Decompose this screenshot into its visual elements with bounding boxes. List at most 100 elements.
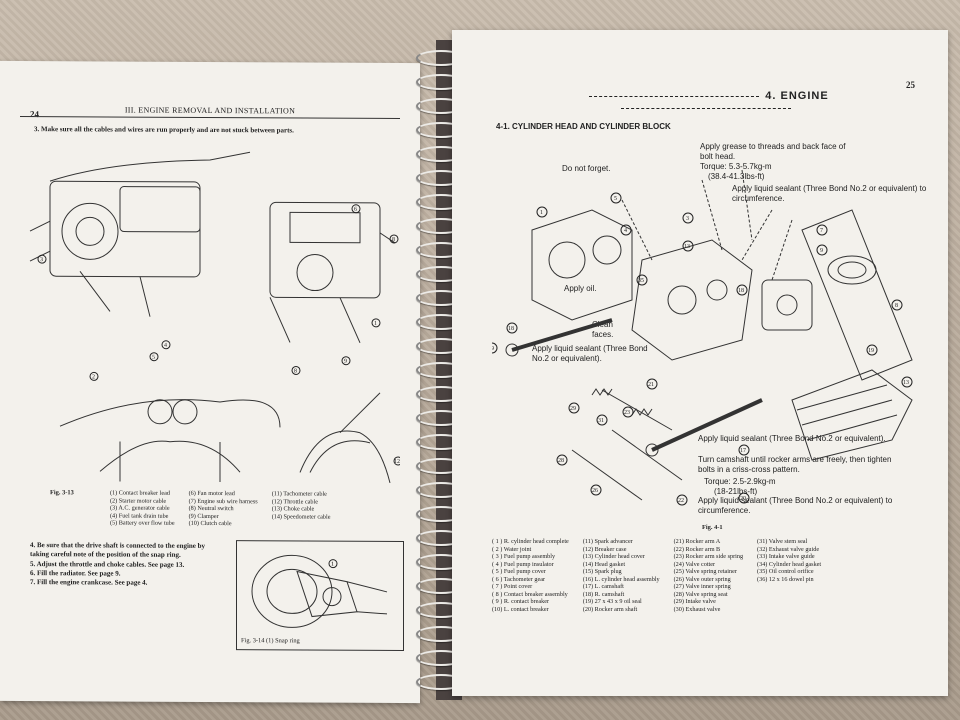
legend-item: (23) Rocker arm side spring bbox=[673, 553, 744, 560]
svg-text:5: 5 bbox=[614, 196, 617, 202]
legend-item bbox=[757, 591, 821, 599]
fig-3-14-frame: 1 Fig. 3-14 (1) Snap ring bbox=[236, 540, 404, 652]
legend-item: (32) Exhaust valve guide bbox=[757, 545, 820, 553]
legend-item bbox=[757, 583, 821, 591]
fig-3-14-caption: Fig. 3-14 (1) Snap ring bbox=[241, 637, 300, 645]
legend-item: (5) Battery over flow tube bbox=[110, 519, 175, 527]
svg-text:1: 1 bbox=[540, 210, 543, 216]
legend-item: (10) L. contact breaker bbox=[492, 605, 549, 613]
annotation-sealant-no2: Apply liquid sealant (Three Bond No.2 or… bbox=[532, 344, 648, 363]
legend-item: ( 7 ) Point cover bbox=[492, 583, 533, 590]
svg-text:17: 17 bbox=[740, 448, 746, 454]
legend-item: (35) Oil control orifice bbox=[757, 568, 814, 575]
section-title: 4-1. CYLINDER HEAD AND CYLINDER BLOCK bbox=[496, 122, 671, 131]
svg-text:19: 19 bbox=[492, 346, 494, 352]
svg-text:28: 28 bbox=[558, 458, 564, 464]
chapter-title: 4. ENGINE bbox=[496, 90, 916, 114]
svg-text:35: 35 bbox=[638, 278, 644, 284]
legend-item: (31) Valve stem seal bbox=[757, 538, 808, 545]
svg-text:3: 3 bbox=[40, 257, 43, 263]
svg-text:6: 6 bbox=[354, 207, 357, 213]
legend-item: ( 3 ) Fuel pump assembly bbox=[492, 553, 556, 560]
legend-item: (10) Clutch cable bbox=[188, 519, 232, 528]
svg-text:18: 18 bbox=[508, 326, 514, 332]
svg-text:26: 26 bbox=[592, 488, 598, 494]
svg-text:19: 19 bbox=[868, 348, 874, 354]
legend-item: ( 2 ) Water joint bbox=[492, 545, 532, 553]
legend-item: (26) Valve outer spring bbox=[673, 575, 731, 583]
svg-text:21: 21 bbox=[648, 382, 654, 388]
legend-item: ( 5 ) Fuel pump cover bbox=[492, 568, 546, 575]
svg-text:8: 8 bbox=[392, 237, 395, 243]
legend-item: (20) Rocker arm shaft bbox=[582, 605, 638, 613]
legend-item: (36) 12 x 16 dowel pin bbox=[757, 575, 814, 583]
svg-text:4: 4 bbox=[164, 343, 167, 349]
svg-text:9: 9 bbox=[820, 248, 823, 254]
legend-item: (28) Valve spring seat bbox=[673, 590, 728, 598]
legend-item: (12) Breaker case bbox=[582, 545, 627, 553]
exploded-engine-diagram: 1 5 4 3 13 35 18 7 9 8 19 13 18 19 29 31… bbox=[492, 169, 913, 506]
svg-text:13: 13 bbox=[684, 244, 690, 250]
legend-item: (33) Intake valve guide bbox=[757, 553, 815, 560]
legend-item: (29) Intake valve bbox=[673, 598, 716, 605]
svg-text:5: 5 bbox=[152, 355, 155, 361]
step-7-text: 7. Fill the engine crankcase. See page 4… bbox=[30, 578, 148, 587]
left-page: 24 III. ENGINE REMOVAL AND INSTALLATION … bbox=[0, 60, 420, 704]
svg-text:7: 7 bbox=[820, 228, 823, 234]
svg-text:12: 12 bbox=[394, 459, 400, 465]
title-rule-right bbox=[621, 107, 791, 109]
svg-text:13: 13 bbox=[903, 380, 909, 386]
annotation-torque-2: Torque: 2.5-2.9kg-m bbox=[704, 477, 776, 486]
annotation-torque-1: Torque: 5.3-5.7kg-m bbox=[700, 162, 772, 171]
annotation-torque-2b: (18-21lbs-ft) bbox=[714, 487, 758, 496]
annotation-grease: Apply grease to threads and back face of… bbox=[700, 142, 846, 161]
svg-text:3: 3 bbox=[686, 216, 689, 222]
legend-item: (25) Valve spring retainer bbox=[673, 568, 737, 575]
svg-text:1: 1 bbox=[374, 321, 377, 327]
legend-item: (21) Rocker arm A bbox=[673, 538, 721, 545]
legend-item: (17) L. camshaft bbox=[582, 583, 624, 590]
svg-text:29: 29 bbox=[570, 406, 576, 412]
legend-item: (22) Rocker arm B bbox=[673, 545, 721, 553]
svg-text:31: 31 bbox=[598, 418, 604, 424]
legend-item bbox=[757, 606, 821, 614]
svg-text:18: 18 bbox=[738, 288, 744, 294]
fig-4-1-legend: ( 1 ) R. cylinder head complete (11) Spa… bbox=[492, 538, 821, 613]
svg-text:2: 2 bbox=[92, 374, 95, 380]
annotation-do-not-forget: Do not forget. bbox=[562, 164, 611, 173]
annotation-apply-oil: Apply oil. bbox=[564, 284, 597, 293]
legend-item: (11) Spark advancer bbox=[582, 538, 633, 545]
left-page-header: III. ENGINE REMOVAL AND INSTALLATION bbox=[20, 105, 400, 119]
fig-3-13-drawing: 6 8 3 5 2 4 8 9 1 12 10 12 bbox=[29, 151, 400, 483]
svg-text:8: 8 bbox=[895, 303, 898, 309]
svg-text:9: 9 bbox=[344, 359, 347, 365]
legend-item bbox=[757, 598, 821, 606]
legend-item: (30) Exhaust valve bbox=[673, 605, 721, 613]
legend-item: (14) Head gasket bbox=[582, 560, 626, 568]
title-rule-left bbox=[589, 95, 760, 97]
right-page: 25 4. ENGINE 4-1. CYLINDER HEAD AND CYLI… bbox=[452, 30, 948, 696]
svg-text:20: 20 bbox=[740, 496, 746, 502]
fig-3-14-drawing: 1 bbox=[251, 554, 388, 628]
annotation-torque-1b: (38.4-41.3lbs-ft) bbox=[708, 172, 765, 181]
legend-item: (34) Cylinder head gasket bbox=[757, 560, 822, 568]
annotation-sealant-circ: Apply liquid sealant (Three Bond No.2 or… bbox=[732, 184, 927, 203]
svg-text:4: 4 bbox=[624, 228, 627, 234]
legend-item: (27) Valve inner spring bbox=[673, 583, 731, 590]
chapter-title-text: 4. ENGINE bbox=[765, 90, 829, 102]
fig-3-13-caption: Fig. 3-13 bbox=[50, 489, 74, 497]
fig-3-13-legend: (1) Contact breaker lead (6) Fan motor l… bbox=[110, 489, 330, 528]
svg-text:8: 8 bbox=[294, 368, 297, 374]
annotation-sealant-mid: Apply liquid sealant (Three Bond No.2 or… bbox=[698, 434, 886, 443]
legend-item: ( 1 ) R. cylinder head complete bbox=[492, 538, 569, 545]
legend-item: ( 6 ) Tachometer gear bbox=[492, 575, 546, 583]
legend-item: ( 4 ) Fuel pump insulator bbox=[492, 560, 554, 568]
annotation-camshaft: Turn camshaft until rocker arms are free… bbox=[698, 455, 892, 474]
legend-item: (16) L. cylinder head assembly bbox=[582, 575, 660, 583]
svg-text:23: 23 bbox=[624, 410, 630, 416]
fig-4-1-caption: Fig. 4-1 bbox=[702, 524, 723, 531]
legend-item: ( 8 ) Contact breaker assembly bbox=[492, 590, 568, 598]
legend-item: (15) Spark plug bbox=[582, 568, 622, 575]
svg-text:22: 22 bbox=[678, 498, 684, 504]
svg-text:1: 1 bbox=[331, 562, 334, 568]
